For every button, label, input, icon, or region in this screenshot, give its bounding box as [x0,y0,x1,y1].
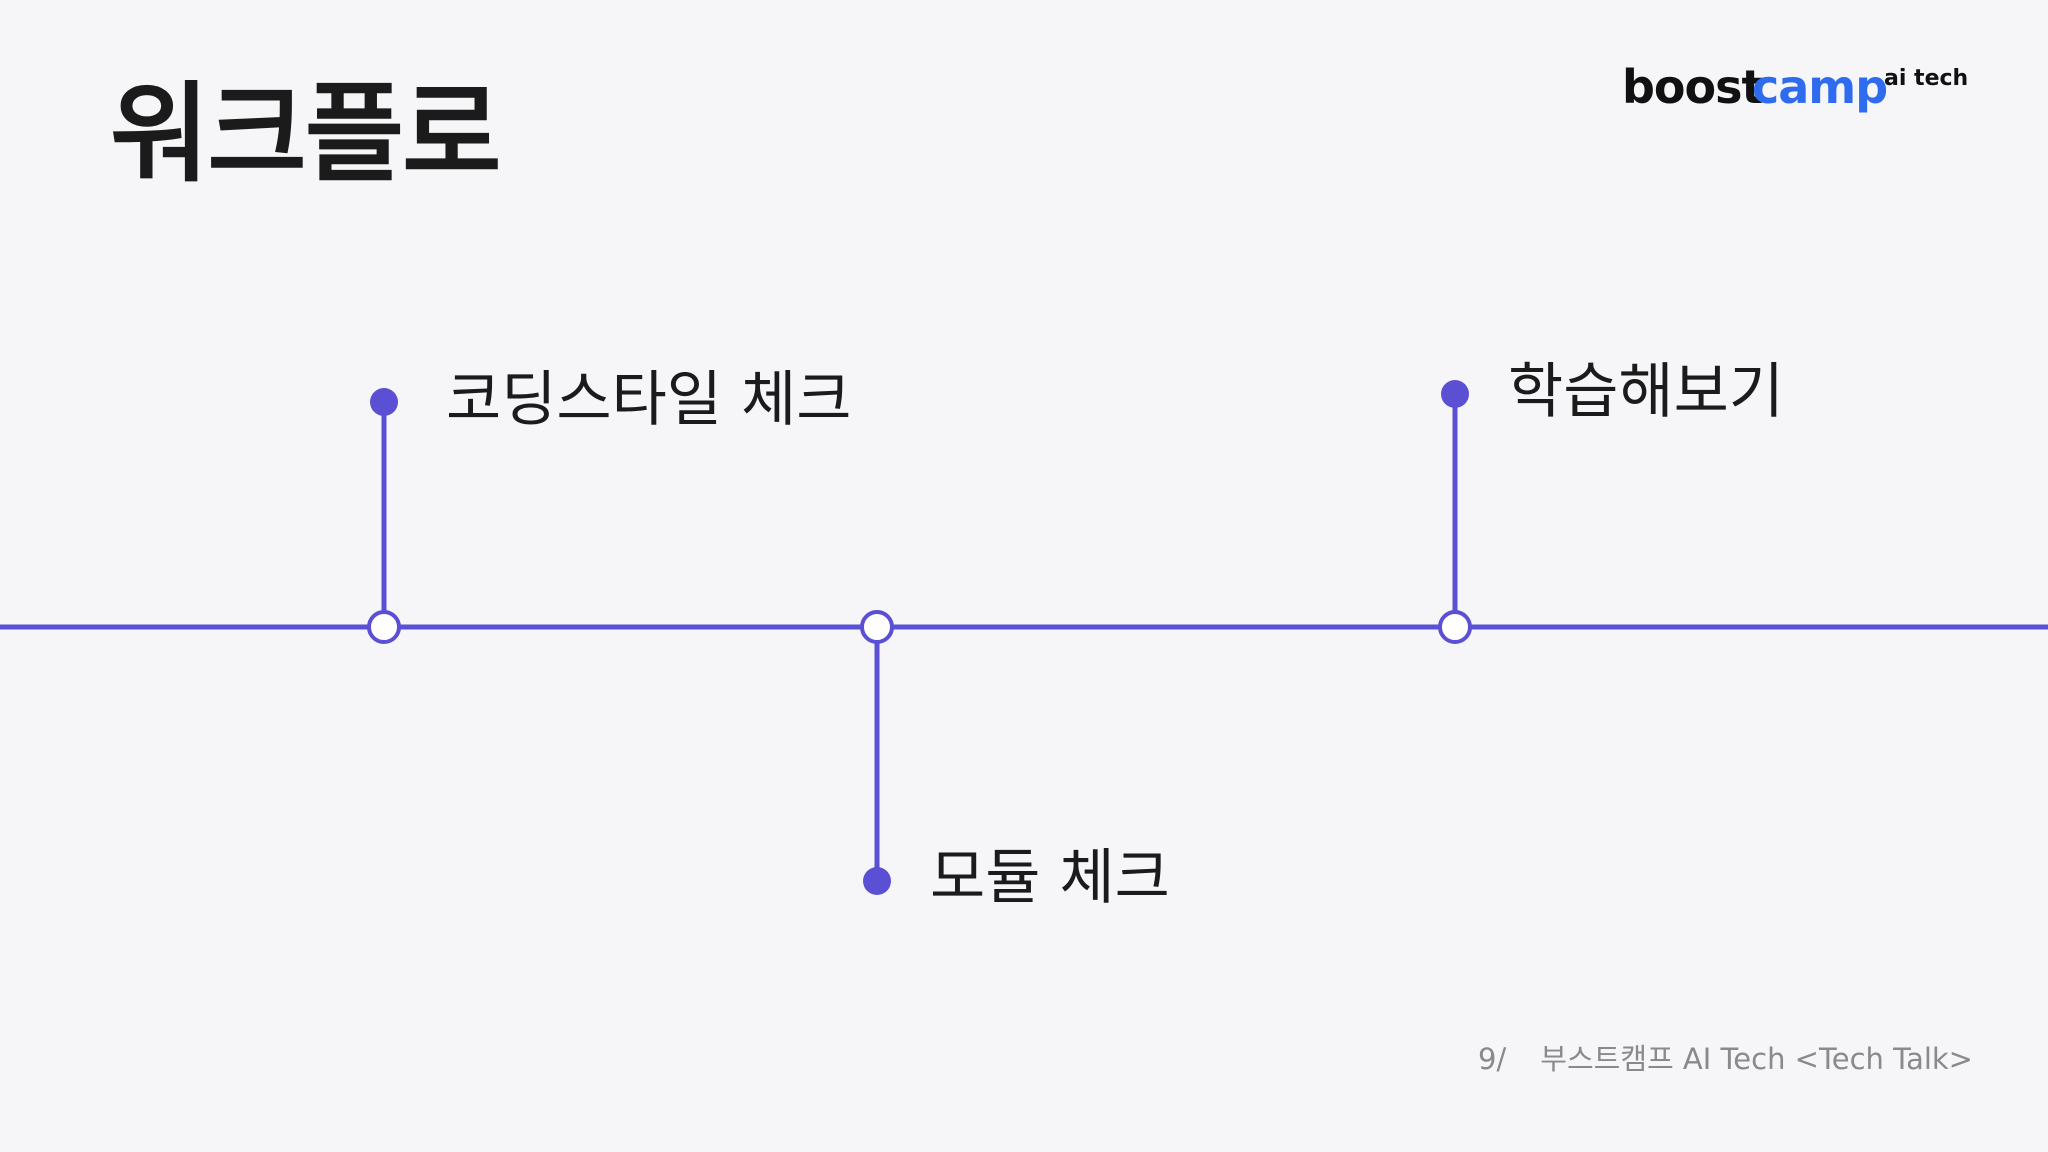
milestone-1-top-dot [370,388,398,416]
milestone-label-learning: 학습해보기 [1508,357,1784,427]
logo-boost-text: boost [1622,60,1764,114]
milestone-label-module-check: 모듈 체크 [930,843,1170,913]
logo-aitech-text: ai tech [1884,66,1969,91]
course-title: 부스트캠프 AI Tech <Tech Talk> [1540,1042,1973,1076]
milestone-1-node [367,610,401,644]
slide-title: 워크플로 [110,72,501,197]
milestone-3-top-dot [1441,380,1469,408]
milestone-label-coding-style: 코딩스타일 체크 [446,365,852,435]
milestone-3-node [1438,610,1472,644]
logo-camp-text: camp [1752,60,1888,114]
page-number: 9/ [1478,1042,1507,1076]
milestone-2-bottom-dot [863,867,891,895]
slide-footer: 9/부스트캠프 AI Tech <Tech Talk> [1478,1036,1973,1078]
milestone-2-node [860,610,894,644]
